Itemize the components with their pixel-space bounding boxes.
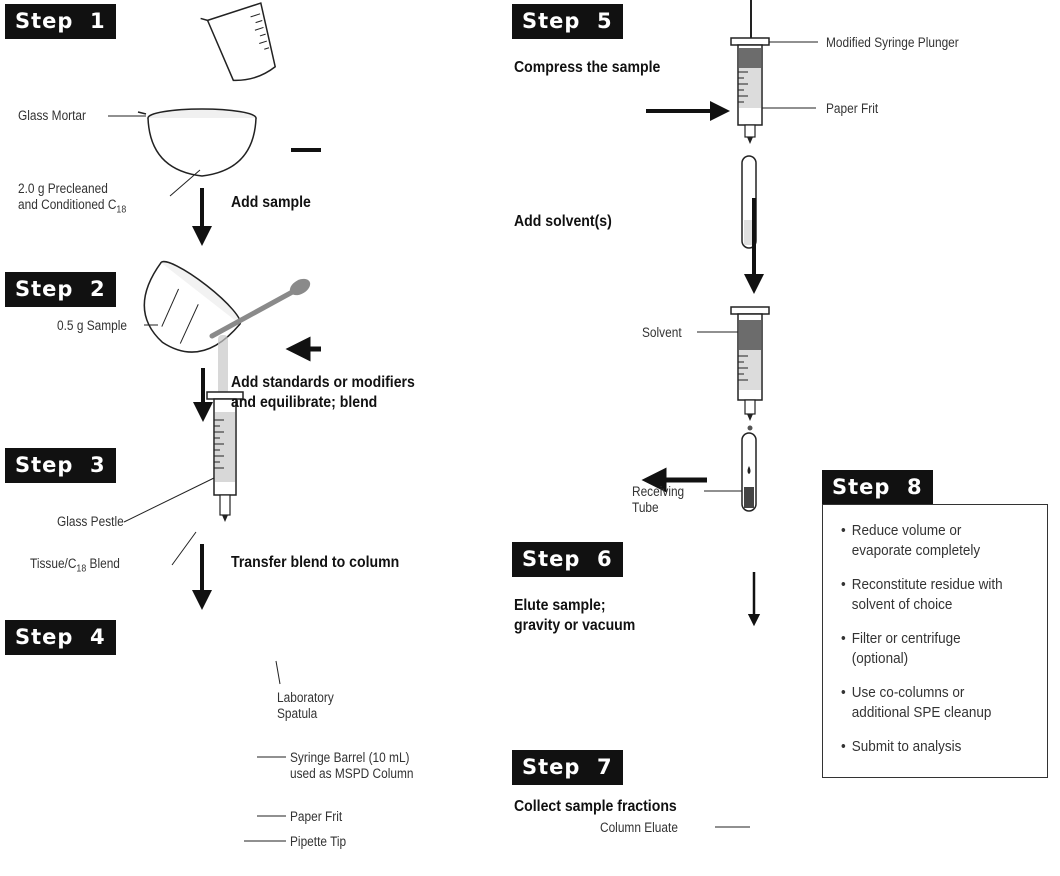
pestle-spatula-icon [209, 278, 311, 339]
callout-c18-line2: and Conditioned C [18, 197, 117, 212]
step-4-badge: Step 4 [5, 620, 116, 655]
callout-modified-plunger: Modified Syringe Plunger [826, 35, 959, 50]
step-3-badge: Step 3 [5, 448, 116, 483]
callout-syringe-barrel: Syringe Barrel (10 mL) used as MSPD Colu… [290, 750, 414, 781]
action-transfer: Transfer blend to column [231, 554, 400, 571]
callout-tissue-prefix: Tissue/C [30, 556, 77, 571]
step-8-list: Reduce volume or evaporate completely Re… [823, 505, 1047, 757]
step-8-item: Filter or centrifuge (optional) [841, 629, 1026, 669]
callout-column-eluate: Column Eluate [600, 820, 678, 835]
action-collect: Collect sample fractions [514, 798, 677, 815]
step-8-item-text: Submit to analysis [851, 738, 962, 755]
action-add-solvents: Add solvent(s) [514, 213, 612, 230]
callout-c18: 2.0 g Precleaned and Conditioned C18 [18, 181, 126, 219]
callout-tissue-subscript: 18 [76, 563, 87, 575]
step-8-item: Submit to analysis [841, 737, 1026, 757]
step-8-item-text: Reconstitute residue with solvent of cho… [851, 576, 1003, 613]
tilted-mortar-icon [143, 260, 242, 353]
glass-mortar-icon [137, 108, 257, 177]
callout-sample: 0.5 g Sample [57, 318, 128, 333]
solvent-syringe-icon [730, 306, 770, 431]
action-compress: Compress the sample [514, 59, 661, 76]
step-5-badge: Step 5 [512, 4, 623, 39]
callout-c18-subscript: 18 [116, 204, 127, 216]
callout-receiving-tube: Receiving Tube [632, 484, 685, 515]
syringe-column-icon [206, 391, 244, 522]
step-8-item: Reconstitute residue with solvent of cho… [841, 575, 1026, 615]
callout-c18-line1: 2.0 g Precleaned [18, 181, 108, 196]
action-add-standards: Add standards or modifiers and equilibra… [231, 374, 415, 411]
dash-mark [291, 148, 321, 152]
step-1-badge: Step 1 [5, 4, 116, 39]
step-8-item-text: Use co-columns or additional SPE cleanup [851, 684, 992, 721]
callout-paper-frit-right: Paper Frit [826, 101, 879, 116]
callout-lab-spatula: Laboratory Spatula [277, 690, 334, 721]
callout-solvent: Solvent [642, 325, 682, 340]
step-2-badge: Step 2 [5, 272, 116, 307]
step-7-badge: Step 7 [512, 750, 623, 785]
step-8-item-text: Reduce volume or evaporate completely [851, 522, 981, 559]
callout-tissue-suffix: Blend [86, 556, 120, 571]
callout-pipette-tip: Pipette Tip [290, 834, 347, 849]
step-6-badge: Step 6 [512, 542, 623, 577]
step-8-box: Reduce volume or evaporate completely Re… [822, 504, 1048, 778]
receiving-tube-icon [741, 432, 757, 512]
action-elute: Elute sample; gravity or vacuum [514, 597, 636, 634]
step-8-item-text: Filter or centrifuge (optional) [851, 630, 961, 667]
step-8-item: Use co-columns or additional SPE cleanup [841, 683, 1026, 723]
beaker-icon [200, 2, 277, 82]
step-8-badge: Step 8 [822, 470, 933, 505]
callout-glass-mortar: Glass Mortar [18, 108, 86, 123]
step-8-item: Reduce volume or evaporate completely [841, 521, 1026, 561]
callout-paper-frit-left: Paper Frit [290, 809, 343, 824]
modified-syringe-icon [730, 0, 770, 144]
action-add-sample: Add sample [231, 194, 311, 211]
callout-tissue-blend: Tissue/C18 Blend [30, 556, 120, 578]
callout-glass-pestle: Glass Pestle [57, 514, 124, 529]
